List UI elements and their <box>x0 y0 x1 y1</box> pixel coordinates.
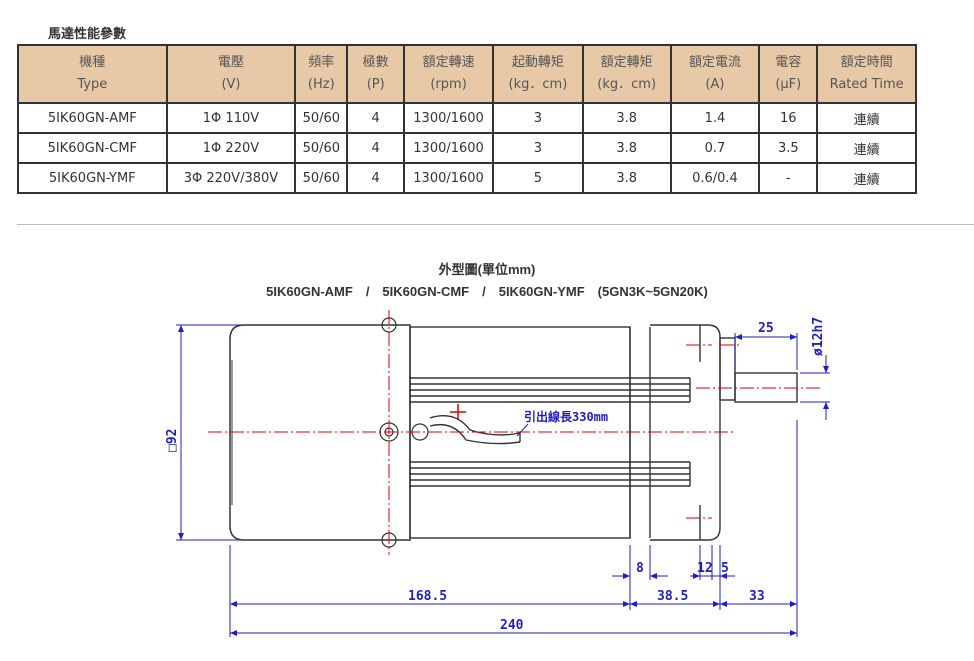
column-header-line1: 額定時間 <box>840 55 893 70</box>
column-header: 電壓 (V) <box>165 44 297 104</box>
table-cell: 50/60 <box>294 132 349 164</box>
table-cell: 3.8 <box>581 162 672 194</box>
table-cell: 5IK60GN-YMF <box>17 162 168 194</box>
table-cell: 1300/1600 <box>403 162 495 194</box>
table-cell: 0.7 <box>669 132 761 164</box>
column-header-line2: (P) <box>366 77 385 92</box>
dim-body: 168.5 <box>408 589 447 604</box>
column-header: 額定轉矩 (kg．cm) <box>581 44 672 104</box>
motor-spec-table: 機種 Type 電壓 (V) 頻率 (Hz) 極數 (P) 額定轉速 (rpm) 起動轉矩 (kg．c… <box>17 44 917 194</box>
table-cell: 16 <box>758 102 819 134</box>
gearhead <box>409 324 721 541</box>
center-lines <box>208 310 820 555</box>
column-header-line2: (V) <box>221 77 241 92</box>
table-cell: 5IK60GN-AMF <box>17 102 168 134</box>
dim-overall: 240 <box>500 618 524 633</box>
section-title: 馬達性能參數 <box>48 27 127 42</box>
table-cell: 1.4 <box>669 102 761 134</box>
table-cell: 4 <box>346 102 406 134</box>
dimension-lines <box>176 324 830 637</box>
dim-flange: 8 <box>636 561 644 576</box>
column-header-line1: 額定轉矩 <box>600 55 653 70</box>
column-header-line1: 額定電流 <box>688 55 741 70</box>
drawing-subtitle: 5IK60GN-AMF / 5IK60GN-CMF / 5IK60GN-YMF … <box>266 284 708 299</box>
table-cell: 5IK60GN-CMF <box>17 132 168 164</box>
column-header-line1: 起動轉矩 <box>511 55 564 70</box>
lead-wire-label: 引出線長330mm <box>524 409 608 424</box>
table-header-row: 機種 Type 電壓 (V) 頻率 (Hz) 極數 (P) 額定轉速 (rpm) 起動轉矩 (kg．c… <box>17 44 917 104</box>
column-header-line2: (kg．cm) <box>508 77 568 92</box>
column-header-line1: 頻率 <box>308 55 335 70</box>
column-header: 頻率 (Hz) <box>294 44 349 104</box>
dim-shaft-dia: ø12h7 <box>811 317 826 356</box>
table-cell: 連續 <box>816 132 917 164</box>
table-cell: 4 <box>346 162 406 194</box>
column-header: 極數 (P) <box>346 44 406 104</box>
column-header-line2: Rated Time <box>829 77 904 92</box>
table-cell: 3.5 <box>758 132 819 164</box>
table-cell: 3.8 <box>581 132 672 164</box>
column-header-line1: 極數 <box>362 55 389 70</box>
red-marker <box>450 404 466 420</box>
dim-square: □92 <box>165 429 180 452</box>
table-cell: 3.8 <box>581 102 672 134</box>
column-header: 額定電流 (A) <box>669 44 761 104</box>
lead-wire <box>429 415 521 445</box>
dim-5: 5 <box>721 561 729 576</box>
table-cell: 0.6/0.4 <box>669 162 761 194</box>
dim-shaft-length: 25 <box>758 321 774 336</box>
column-header-line1: 電壓 <box>217 55 244 70</box>
table-cell: 3 <box>492 102 584 134</box>
table-cell: 50/60 <box>294 162 349 194</box>
table-cell: 3Φ 220V/380V <box>165 162 297 194</box>
column-header-line2: (rpm) <box>430 77 467 92</box>
column-header: 起動轉矩 (kg．cm) <box>492 44 584 104</box>
column-header-line2: (Hz) <box>307 77 335 92</box>
dim-gear: 38.5 <box>657 589 688 604</box>
table-cell: 5 <box>492 162 584 194</box>
column-header: 額定轉速 (rpm) <box>403 44 495 104</box>
column-header-line2: (μF) <box>775 77 802 92</box>
table-cell: 50/60 <box>294 102 349 134</box>
dim-shaft-total: 33 <box>749 589 765 604</box>
column-header: 電容 (μF) <box>758 44 819 104</box>
table-cell: - <box>758 162 819 194</box>
drawing-title: 外型圖(單位mm) <box>438 262 536 277</box>
table-cell: 3 <box>492 132 584 164</box>
column-header-line2: (A) <box>705 77 725 92</box>
table-cell: 4 <box>346 132 406 164</box>
table-cell: 1300/1600 <box>403 132 495 164</box>
table-cell: 連續 <box>816 162 917 194</box>
dim-12: 12 <box>697 561 713 576</box>
table-cell: 連續 <box>816 102 917 134</box>
column-header: 額定時間 Rated Time <box>816 44 917 104</box>
column-header-line1: 額定轉速 <box>422 55 475 70</box>
column-header: 機種 Type <box>17 44 168 104</box>
table-cell: 1300/1600 <box>403 102 495 134</box>
table-cell: 1Φ 220V <box>165 132 297 164</box>
output-shaft <box>719 337 798 403</box>
column-header-line1: 電容 <box>775 55 802 70</box>
column-header-line2: Type <box>77 77 108 92</box>
column-header-line2: (kg．cm) <box>597 77 657 92</box>
divider <box>17 224 974 225</box>
column-header-line1: 機種 <box>79 55 106 70</box>
table-cell: 1Φ 110V <box>165 102 297 134</box>
